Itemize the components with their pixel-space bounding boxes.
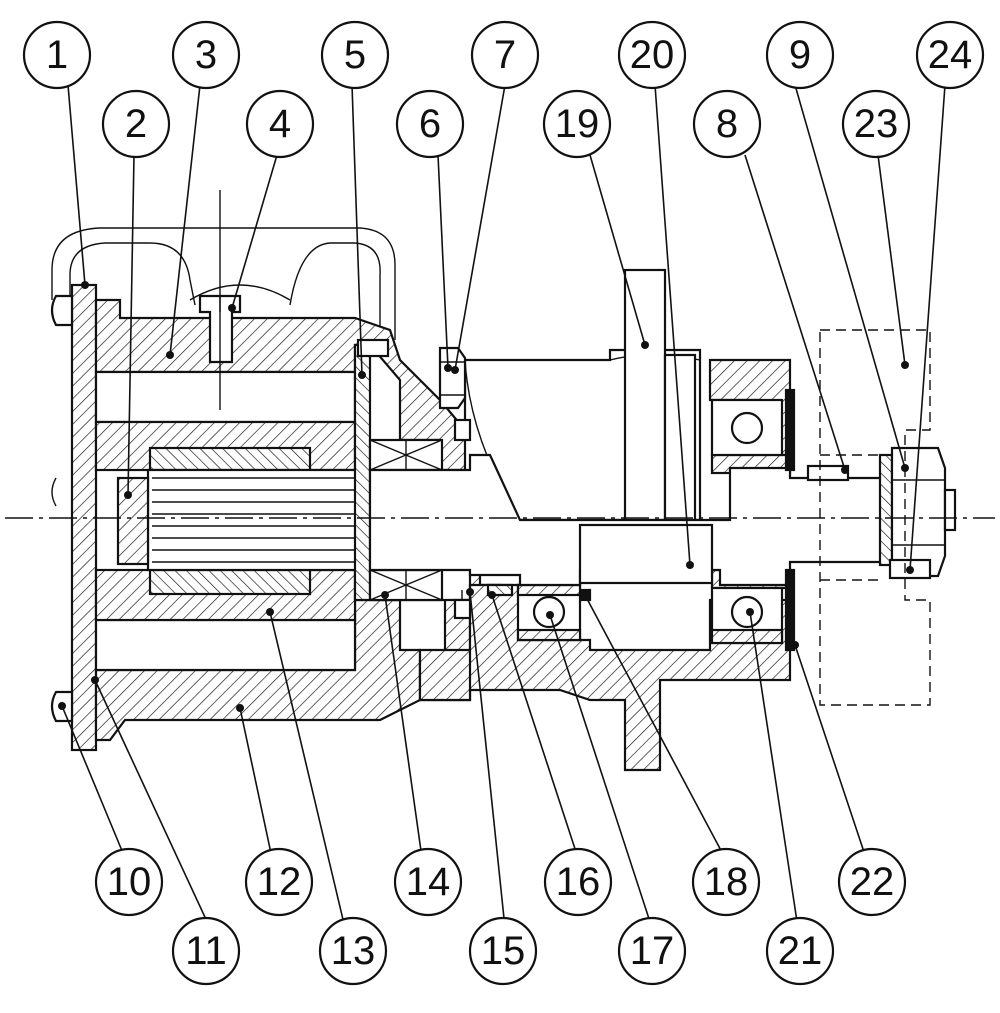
pulley-phantom	[819, 329, 931, 706]
callout-9: 9	[765, 20, 835, 90]
callout-24: 24	[915, 20, 985, 90]
svg-text:14: 14	[406, 860, 451, 904]
svg-text:4: 4	[269, 102, 291, 146]
svg-text:22: 22	[850, 860, 895, 904]
svg-text:13: 13	[331, 929, 376, 973]
svg-text:11: 11	[185, 929, 227, 973]
svg-text:21: 21	[778, 929, 823, 973]
svg-text:2: 2	[125, 102, 147, 146]
leader-dots	[58, 281, 914, 712]
callouts: 1 2 3 4 5 6 7 8 9 10 11 12 13 14 15 16 1…	[22, 20, 985, 986]
callout-7: 7	[470, 20, 540, 90]
callout-10: 10	[94, 847, 164, 917]
shaft-nut	[890, 446, 947, 578]
callout-3: 3	[171, 20, 241, 90]
callout-2: 2	[101, 89, 171, 159]
callout-22: 22	[837, 847, 907, 917]
seal-lower	[368, 568, 444, 602]
bearing-housing-body	[418, 583, 792, 772]
bearing-inboard	[516, 583, 582, 642]
mounting-bracket	[623, 268, 667, 522]
callout-23: 23	[841, 89, 911, 159]
svg-text:19: 19	[555, 102, 600, 146]
seal-upper	[368, 438, 444, 472]
svg-text:15: 15	[481, 929, 526, 973]
svg-text:1: 1	[46, 33, 68, 77]
svg-text:6: 6	[419, 102, 441, 146]
callout-14: 14	[393, 847, 463, 917]
cover-screw-top	[50, 294, 74, 327]
callout-4: 4	[245, 89, 315, 159]
svg-text:23: 23	[854, 102, 899, 146]
bearing-outboard-lower	[710, 586, 784, 645]
bearing-spacer	[578, 523, 714, 585]
drive-nut	[438, 346, 467, 410]
wear-plate	[353, 343, 372, 602]
svg-text:9: 9	[789, 33, 811, 77]
circlip-lower	[784, 568, 796, 652]
svg-text:12: 12	[257, 860, 302, 904]
pump-body	[5, 190, 995, 772]
svg-text:17: 17	[630, 929, 675, 973]
callout-12: 12	[244, 847, 314, 917]
leader-lines	[61, 84, 946, 929]
svg-text:7: 7	[494, 33, 516, 77]
callout-1: 1	[22, 20, 92, 90]
svg-text:24: 24	[928, 33, 973, 77]
svg-text:20: 20	[630, 33, 675, 77]
callout-21: 21	[765, 916, 835, 986]
impeller-housing-bore	[94, 370, 357, 424]
svg-text:8: 8	[716, 102, 738, 146]
callout-16: 16	[543, 847, 613, 917]
svg-text:18: 18	[704, 860, 749, 904]
svg-text:5: 5	[344, 33, 366, 77]
svg-text:3: 3	[195, 33, 217, 77]
bearing-outboard-upper	[710, 398, 784, 457]
callout-19: 19	[542, 89, 612, 159]
shaft-key	[806, 464, 850, 482]
callout-5: 5	[320, 20, 390, 90]
callout-8: 8	[692, 89, 762, 159]
callout-11: 11	[171, 916, 241, 986]
circlip-upper	[784, 388, 796, 472]
callout-6: 6	[395, 89, 465, 159]
cam-outline	[51, 227, 396, 340]
callout-17: 17	[617, 916, 687, 986]
shaft-washer	[878, 453, 894, 567]
svg-text:10: 10	[107, 860, 152, 904]
callout-18: 18	[691, 847, 761, 917]
spline-end-plug	[116, 476, 150, 566]
callout-15: 15	[468, 916, 538, 986]
impeller-spline-core	[146, 468, 372, 572]
callout-20: 20	[617, 20, 687, 90]
callout-13: 13	[318, 916, 388, 986]
svg-text:16: 16	[556, 860, 601, 904]
